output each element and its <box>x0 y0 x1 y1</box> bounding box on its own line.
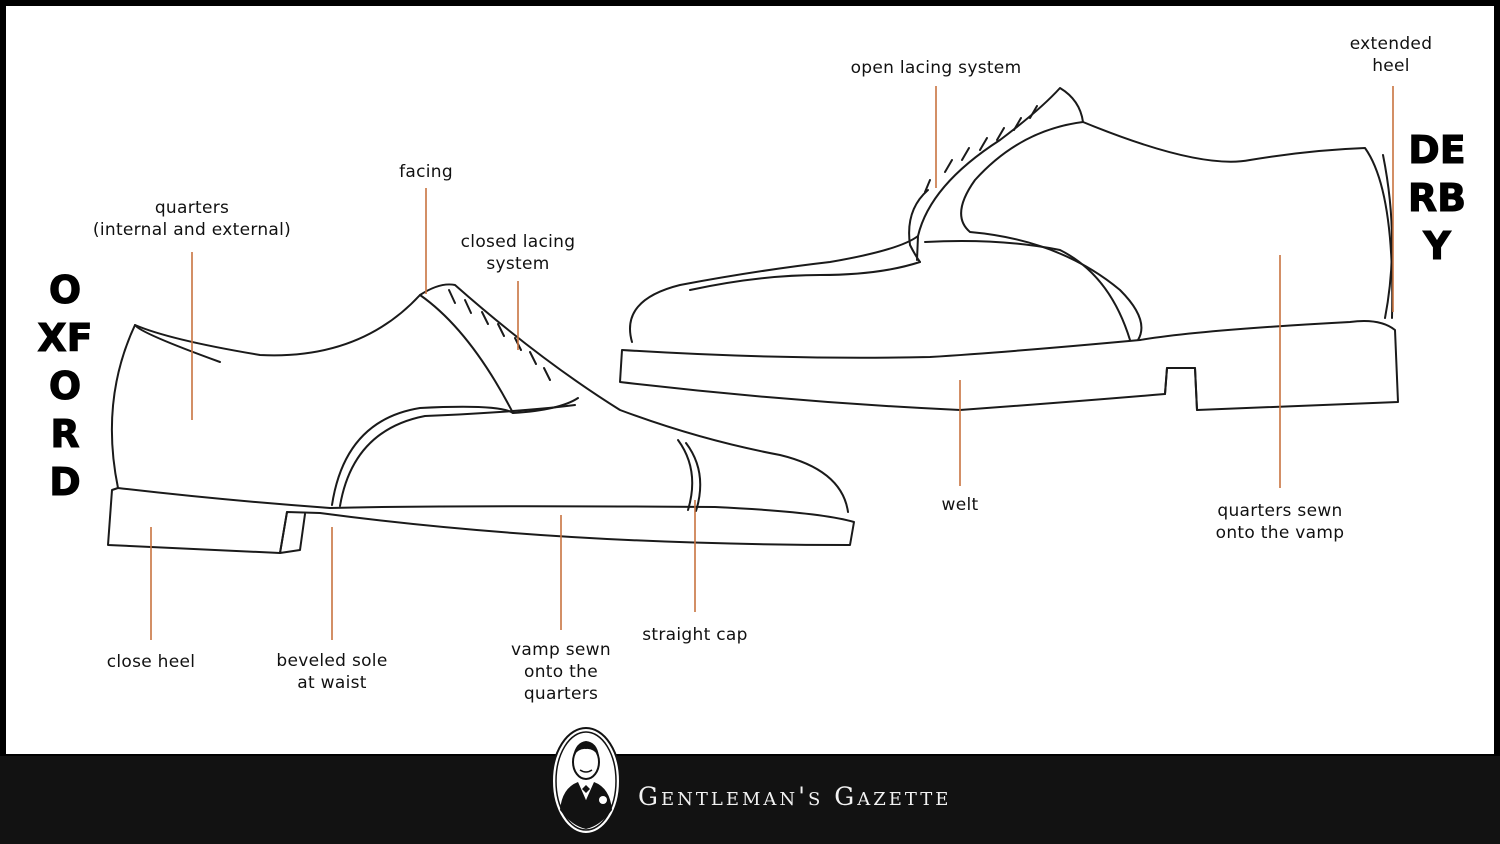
label-facing: facing <box>399 162 453 182</box>
derby-vamp-line <box>689 261 921 291</box>
label-closed-lacing: closed lacing system <box>460 232 576 274</box>
label-quarters: quarters (internal and external) <box>92 198 292 240</box>
label-open-lacing: open lacing system <box>850 58 1022 78</box>
oxford-facing-edge <box>419 294 514 414</box>
label-close-heel: close heel <box>106 652 196 672</box>
derby-tongue <box>908 189 929 263</box>
oxford-sole <box>107 487 855 554</box>
oxford-vamp-seam-inner <box>339 404 576 507</box>
illustration-panel <box>6 6 1494 754</box>
derby-quarter-edge-inner <box>924 240 1131 341</box>
derby-laces <box>924 105 1038 193</box>
derby-heel-back <box>1382 154 1394 319</box>
derby-title: DERBY <box>1407 128 1467 269</box>
derby-upper <box>629 87 1394 343</box>
label-welt: welt <box>941 495 979 515</box>
leader-lines <box>150 86 1394 640</box>
oxford-toe-cap-seam-inner <box>685 442 702 512</box>
label-straight-cap: straight cap <box>642 625 748 645</box>
label-extended-heel: extended heel <box>1349 34 1433 76</box>
derby-sole <box>619 320 1399 411</box>
oxford-toe-cap-seam <box>677 439 694 511</box>
derby-shoe-drawing <box>619 87 1399 411</box>
oxford-quarter-line <box>134 324 221 363</box>
brand-footer <box>0 756 1500 844</box>
label-beveled-sole: beveled sole at waist <box>276 651 388 693</box>
derby-quarter-edge <box>960 121 1143 341</box>
brand-name: Gentleman's Gazette <box>638 782 952 811</box>
oxford-shoe-drawing <box>107 283 855 554</box>
oxford-heel-breast <box>279 511 306 554</box>
oxford-title: OXFORD <box>37 268 93 505</box>
label-vamp-sewn: vamp sewn onto the quarters <box>511 640 611 704</box>
label-quarters-sewn: quarters sewn onto the vamp <box>1215 501 1345 543</box>
derby-heel-breast <box>1164 367 1198 411</box>
